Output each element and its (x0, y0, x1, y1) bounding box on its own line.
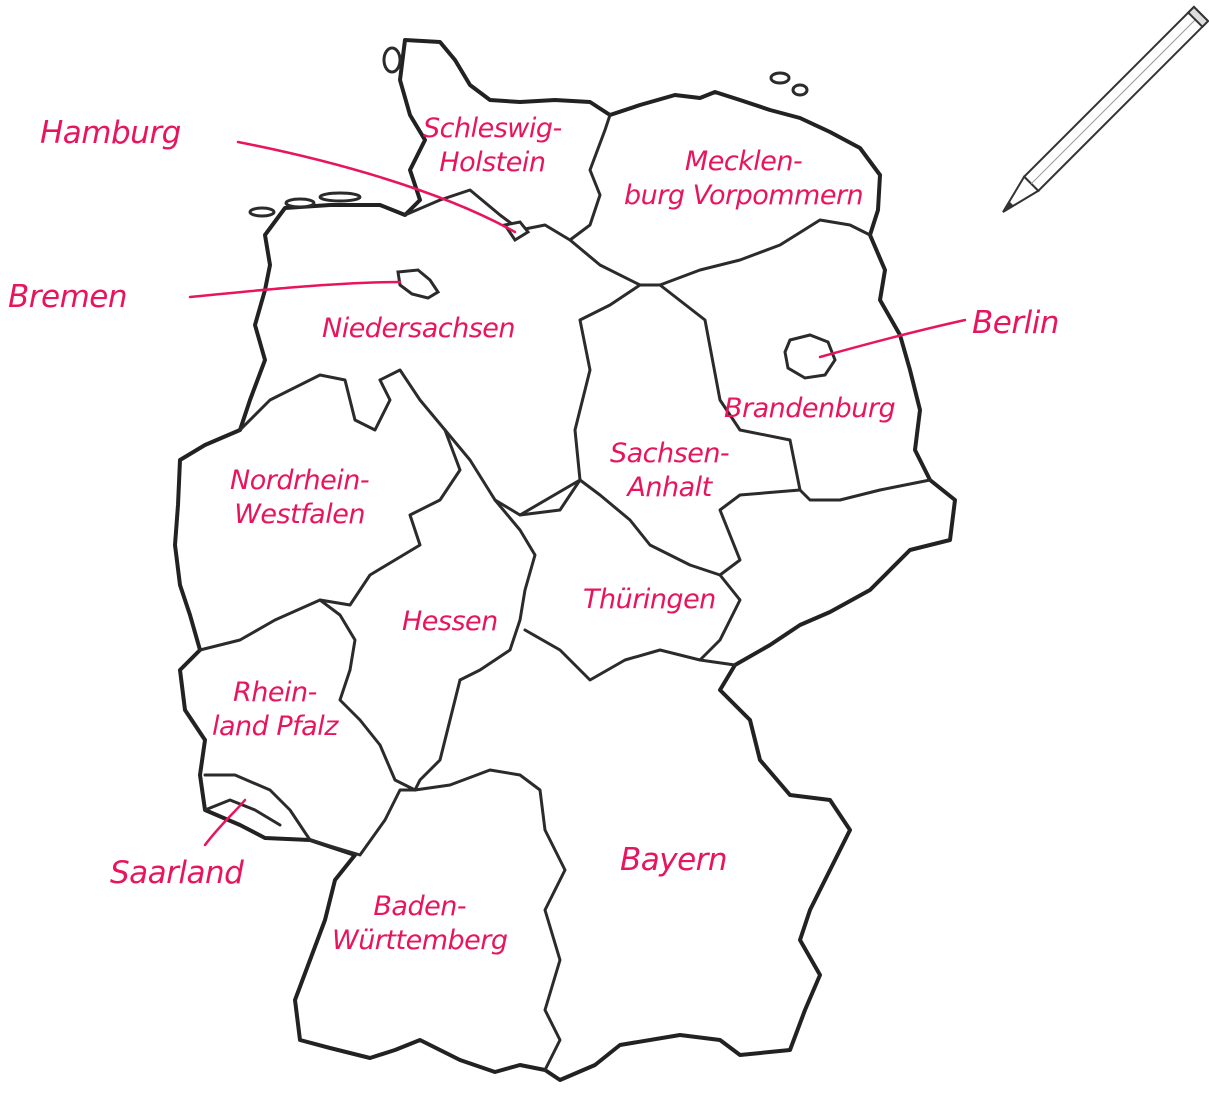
label-mecklenburg-vorpommern: Mecklen- burg Vorpommern (624, 145, 864, 213)
border-ni-nw (238, 373, 392, 432)
label-line: Holstein (439, 147, 546, 178)
label-line: Anhalt (627, 472, 712, 503)
pencil-icon (1002, 5, 1209, 213)
label-berlin: Berlin (972, 305, 1059, 341)
label-saarland: Saarland (110, 855, 244, 891)
border-rp-sl (203, 773, 312, 842)
label-hessen: Hessen (402, 606, 498, 637)
label-thueringen: Thüringen (583, 584, 716, 615)
label-rheinland-pfalz: Rhein- land Pfalz (212, 676, 338, 744)
label-line: burg Vorpommern (624, 180, 864, 211)
border-he-by (413, 678, 462, 792)
label-line: land Pfalz (212, 711, 338, 742)
border-st-sn (578, 478, 802, 577)
label-baden-wuerttemberg: Baden- Württemberg (332, 890, 508, 958)
leader-saarland (203, 798, 247, 847)
label-bayern: Bayern (620, 842, 728, 878)
label-brandenburg: Brandenburg (724, 393, 896, 424)
label-line: Sachsen- (610, 438, 730, 469)
border-sh (403, 113, 612, 242)
label-sachsen-anhalt: Sachsen- Anhalt (610, 437, 730, 505)
border-th-by (523, 628, 702, 682)
label-line: Schleswig- (423, 113, 562, 144)
label-line: Mecklen- (684, 146, 803, 177)
leader-hamburg (236, 140, 517, 234)
label-hamburg: Hamburg (40, 115, 181, 151)
border-th-sn (518, 478, 742, 667)
border-he-rp (338, 668, 417, 792)
border-mv-bb (568, 218, 872, 287)
leader-berlin (818, 318, 967, 359)
bremen-shape (396, 268, 441, 300)
border-nw-rp (198, 598, 357, 672)
hamburg-shape (502, 220, 531, 243)
label-niedersachsen: Niedersachsen (322, 313, 516, 344)
label-schleswig-holstein: Schleswig- Holstein (423, 112, 562, 180)
island (248, 206, 276, 218)
label-line: Baden- (373, 891, 467, 922)
label-bremen: Bremen (8, 279, 128, 315)
border-nw-he (318, 428, 462, 607)
border-st-bb (658, 283, 932, 502)
leader-bremen (188, 280, 402, 299)
border-saarland (203, 798, 282, 827)
border-bw-by (413, 768, 567, 1072)
label-line: Nordrhein- (230, 465, 370, 496)
label-line: Württemberg (332, 925, 508, 956)
label-line: Westfalen (234, 499, 365, 530)
island (382, 46, 402, 74)
island (769, 71, 791, 85)
germany-outline (173, 38, 957, 1082)
label-nordrhein-westfalen: Nordrhein- Westfalen (230, 464, 370, 532)
border-he-th (458, 498, 537, 682)
border-bw-rp (308, 788, 417, 857)
island (791, 83, 809, 97)
island (318, 191, 362, 203)
label-line: Rhein- (233, 677, 317, 708)
island (284, 197, 316, 209)
berlin-shape (783, 333, 837, 380)
